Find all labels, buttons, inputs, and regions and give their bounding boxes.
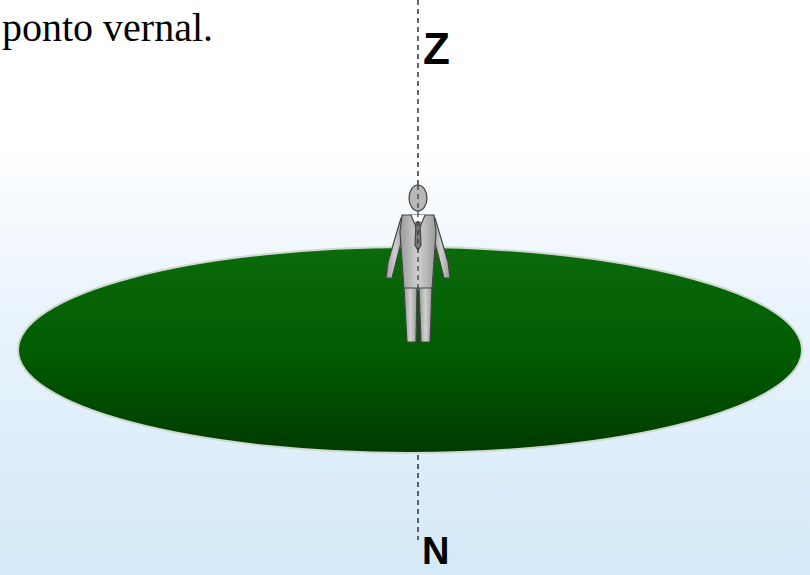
- zenith-label: Z: [423, 24, 450, 74]
- caption-fragment: ponto vernal.: [2, 4, 213, 51]
- nadir-label: N: [422, 530, 449, 573]
- axis-through-observer: [417, 185, 418, 345]
- nadir-line: [417, 455, 419, 540]
- observer-figure: [386, 185, 450, 342]
